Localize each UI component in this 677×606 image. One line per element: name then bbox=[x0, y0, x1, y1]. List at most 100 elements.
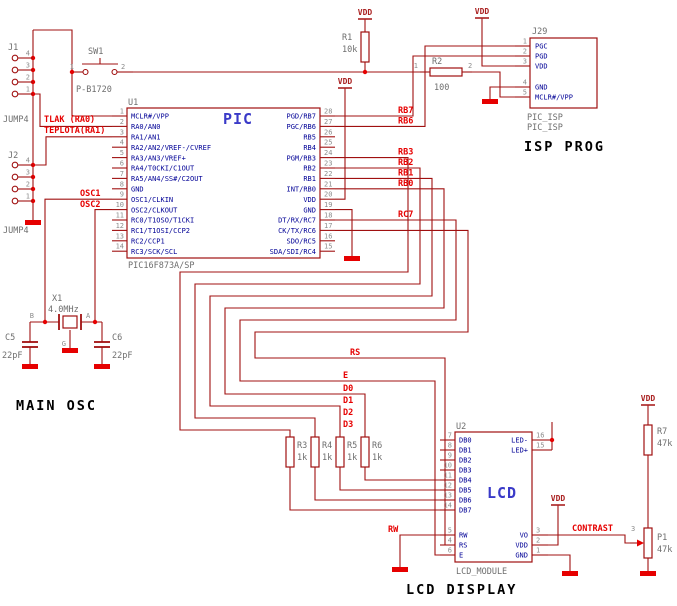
pin-number: 8 bbox=[448, 442, 452, 450]
pin-number: 4 bbox=[523, 79, 527, 87]
vdd-label: VDD bbox=[358, 8, 373, 17]
x1-value: 4.0MHz bbox=[48, 305, 79, 315]
u2-lcd-body bbox=[454, 431, 533, 563]
pin-name: RB1 bbox=[303, 175, 316, 183]
pin-name: RA1/AN1 bbox=[131, 134, 161, 142]
net-label-rw: RW bbox=[388, 525, 399, 535]
pin-number: 3 bbox=[26, 62, 30, 70]
pin-name: OSC1/CLKIN bbox=[131, 196, 173, 204]
pin-name: VDD bbox=[303, 196, 316, 204]
wire bbox=[289, 467, 440, 511]
pin-name: INT/RB0 bbox=[286, 186, 316, 194]
junction-dot bbox=[362, 69, 368, 75]
u1-pic-body bbox=[126, 107, 321, 259]
r3-ref: R3 bbox=[297, 441, 307, 451]
pin-number: 5 bbox=[523, 89, 527, 97]
pin-number: 18 bbox=[324, 212, 332, 220]
net-label-d0: D0 bbox=[343, 384, 353, 394]
wire bbox=[44, 198, 112, 322]
pin-number: 6 bbox=[120, 160, 124, 168]
wire bbox=[399, 534, 440, 567]
r1-ref: R1 bbox=[342, 33, 352, 43]
wire bbox=[335, 88, 346, 200]
pin-number: 16 bbox=[324, 232, 332, 240]
p1-wiper-arrow bbox=[637, 539, 644, 547]
pin-name: RA0/AN0 bbox=[131, 123, 161, 131]
pin-number: 2 bbox=[26, 181, 30, 189]
pin-number: 10 bbox=[116, 201, 124, 209]
pin-number: 7 bbox=[120, 170, 124, 178]
pin-name: GND bbox=[131, 186, 144, 194]
r5-value: 1k bbox=[347, 453, 357, 463]
u1-left-pins: 1MCLR#/VPP2RA0/AN03RA1/AN14RA2/AN2/VREF-… bbox=[112, 108, 211, 256]
u1-part: PIC16F873A/SP bbox=[128, 261, 195, 271]
pin-number: 26 bbox=[324, 128, 332, 136]
connector-pad bbox=[11, 66, 19, 74]
pin-name: RC3/SCK/SCL bbox=[131, 248, 177, 256]
x1-ref: X1 bbox=[52, 294, 62, 304]
vdd-labels: VDD VDD VDD VDD VDD bbox=[338, 7, 656, 503]
p1-wiper-pin-number: 3 bbox=[631, 525, 635, 533]
wire bbox=[33, 136, 112, 166]
pin-number: 17 bbox=[324, 222, 332, 230]
pin-number: 9 bbox=[120, 191, 124, 199]
pin-number: 1 bbox=[26, 86, 30, 94]
pin-name: GND bbox=[535, 84, 548, 92]
junction-dot bbox=[42, 319, 48, 325]
pin-name: VDD bbox=[515, 542, 528, 550]
pin-number: 1 bbox=[536, 547, 540, 555]
wire bbox=[314, 467, 440, 501]
connector-pad bbox=[11, 185, 19, 193]
r1-value: 10k bbox=[342, 45, 357, 55]
pin-number: 2 bbox=[120, 118, 124, 126]
net-label-rc7: RC7 bbox=[398, 210, 413, 220]
vdd-label: VDD bbox=[641, 394, 656, 403]
pin-name: LED- bbox=[511, 437, 528, 445]
u2-device-name: LCD bbox=[487, 484, 517, 502]
pin-number: 21 bbox=[324, 180, 332, 188]
net-labels: TLAK (RA0) TEPLOTA(RA1) OSC1 OSC2 RB7 RB… bbox=[44, 106, 613, 535]
sw1-value: P-B1720 bbox=[76, 85, 112, 95]
pin-number: 1 bbox=[523, 38, 527, 46]
pin-number: 14 bbox=[116, 243, 124, 251]
sw1-contact bbox=[82, 68, 89, 76]
u2-left-pins: 7DB08DB19DB210DB311DB412DB513DB614DB75RW… bbox=[440, 432, 472, 560]
wire bbox=[335, 209, 353, 256]
pin-name: VDD bbox=[535, 63, 548, 71]
connector-pad bbox=[11, 54, 19, 62]
r5-resistor-body bbox=[335, 436, 345, 468]
pin-number: 10 bbox=[444, 462, 452, 470]
net-label-tlak: TLAK (RA0) bbox=[44, 115, 95, 125]
ground-symbols bbox=[22, 99, 656, 576]
pin-number: 1 bbox=[26, 193, 30, 201]
pin-name: PGC/RB6 bbox=[286, 123, 316, 131]
u1-device-name: PIC bbox=[223, 110, 253, 128]
pin-name: SDA/SDI/RC4 bbox=[270, 248, 316, 256]
pin-number: 28 bbox=[324, 108, 332, 116]
pin-number: 12 bbox=[116, 222, 124, 230]
section-title-isp-prog: ISP PROG bbox=[524, 139, 605, 155]
r4-value: 1k bbox=[322, 453, 332, 463]
pin-number: 1 bbox=[120, 108, 124, 116]
r6-ref: R6 bbox=[372, 441, 382, 451]
p1-ref: P1 bbox=[657, 533, 667, 543]
ground-symbol bbox=[94, 364, 110, 369]
r7-ref: R7 bbox=[657, 427, 667, 437]
pin-number: 2 bbox=[536, 537, 540, 545]
pin-number: 11 bbox=[444, 472, 452, 480]
pin-name: E bbox=[459, 552, 463, 560]
pin-number: 13 bbox=[116, 232, 124, 240]
j29-value: PIC_ISP bbox=[527, 123, 563, 133]
vdd-symbols bbox=[338, 17, 655, 506]
pin-name: DT/RX/RC7 bbox=[278, 217, 316, 225]
pin-number: 5 bbox=[448, 527, 452, 535]
pin-name: RC1/T1OSI/CCP2 bbox=[131, 227, 190, 235]
u2-part: LCD_MODULE bbox=[456, 567, 507, 577]
pin-number: 20 bbox=[324, 191, 332, 199]
r2-pin-number: 2 bbox=[468, 62, 472, 70]
wire bbox=[532, 534, 632, 544]
pin-name: RB4 bbox=[303, 144, 316, 152]
